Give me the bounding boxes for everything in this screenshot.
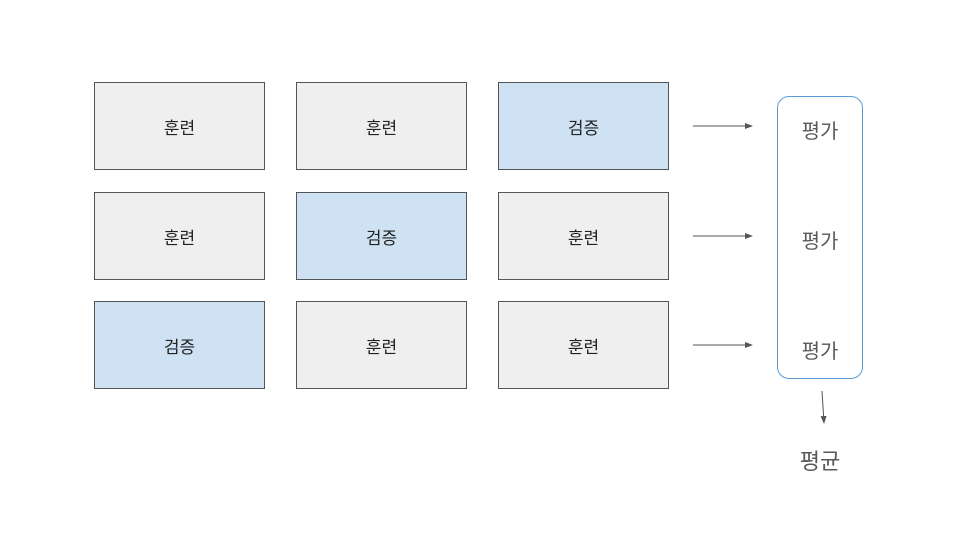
fold-3-part-2-box: 훈련 (296, 301, 467, 389)
fold-1-evaluation-label: 평가 (801, 119, 839, 143)
fold-2-evaluation-label: 평가 (801, 229, 839, 253)
fold-3-part-1-box: 검증 (94, 301, 265, 389)
fold-3-part-1-label: 검증 (163, 337, 196, 358)
fold-2-part-2-box: 검증 (296, 192, 467, 280)
fold-3-part-3-label: 훈련 (567, 337, 600, 358)
evaluation-group-frame (777, 96, 863, 379)
fold-3-part-2-label: 훈련 (365, 337, 398, 358)
fold-2-part-1-label: 훈련 (163, 228, 196, 249)
fold-1-part-3-label: 검증 (567, 118, 600, 139)
fold-3-evaluation-label: 평가 (801, 339, 839, 363)
fold-1-part-2-label: 훈련 (365, 118, 398, 139)
fold-2-part-3-box: 훈련 (498, 192, 669, 280)
fold-2-part-2-label: 검증 (365, 228, 398, 249)
average-arrow (820, 390, 827, 424)
average-label: 평균 (799, 450, 841, 475)
fold-2-part-3-label: 훈련 (567, 228, 600, 249)
fold-1-part-2-box: 훈련 (296, 82, 467, 170)
fold-1-part-1-box: 훈련 (94, 82, 265, 170)
fold-2-part-1-box: 훈련 (94, 192, 265, 280)
fold-1-part-3-box: 검증 (498, 82, 669, 170)
fold-3-part-3-box: 훈련 (498, 301, 669, 389)
fold-1-part-1-label: 훈련 (163, 118, 196, 139)
